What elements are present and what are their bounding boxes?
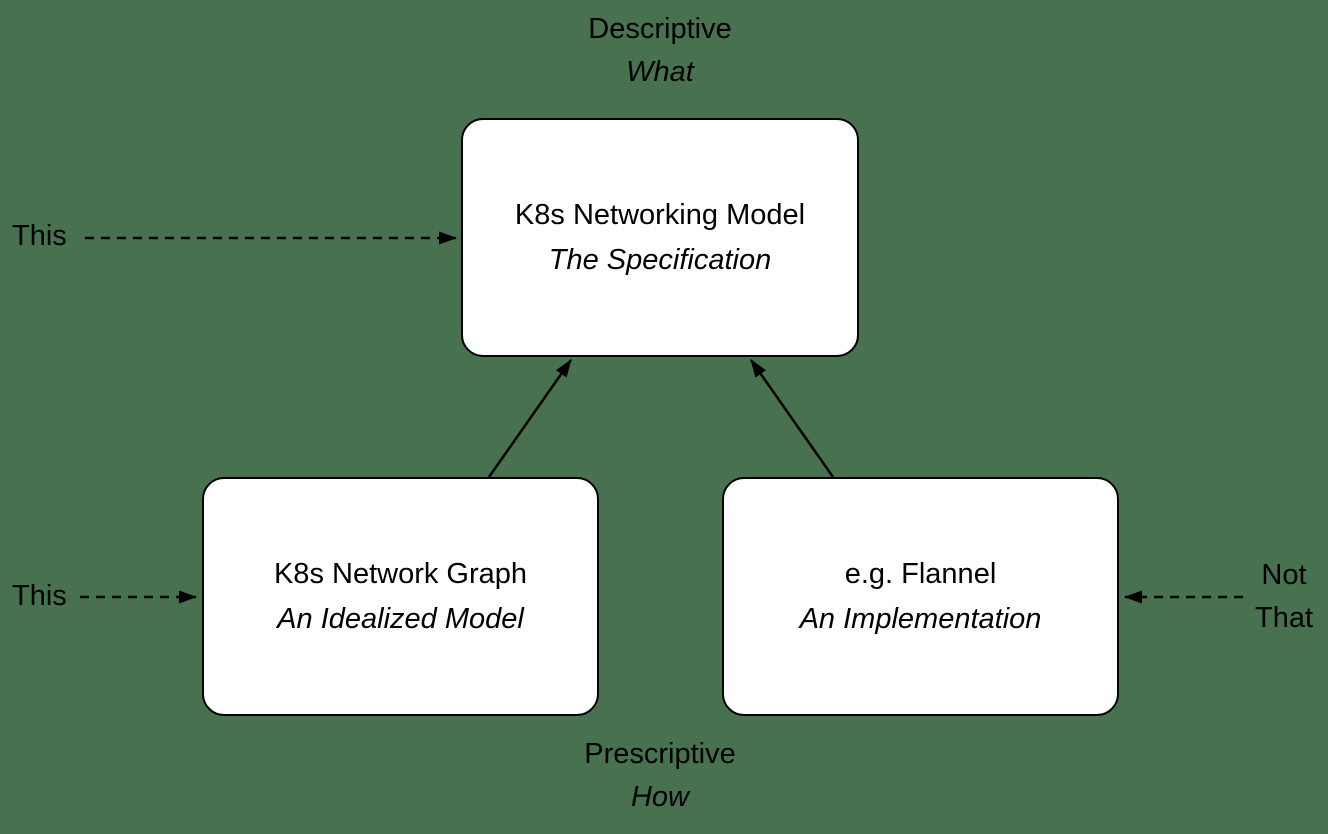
pointer-label-not-that: Not That bbox=[1244, 554, 1324, 640]
node-graph-subtitle: An Idealized Model bbox=[277, 602, 524, 635]
pointer-that-word: That bbox=[1254, 602, 1314, 634]
node-graph-title: K8s Network Graph bbox=[273, 557, 528, 590]
solid-arrow-impl-to-spec bbox=[749, 359, 835, 478]
node-k8s-network-graph: K8s Network Graph An Idealized Model bbox=[202, 477, 599, 716]
node-k8s-networking-model: K8s Networking Model The Specification bbox=[461, 118, 859, 357]
node-spec-title: K8s Networking Model bbox=[514, 198, 806, 231]
pointer-not-word: Not bbox=[1261, 559, 1307, 591]
node-impl-title: e.g. Flannel bbox=[844, 557, 997, 590]
node-impl-subtitle: An Implementation bbox=[799, 602, 1042, 635]
axis-label-descriptive: Descriptive What bbox=[461, 8, 859, 94]
node-flannel: e.g. Flannel An Implementation bbox=[722, 477, 1119, 716]
pointer-label-this-bottom: This bbox=[12, 580, 67, 612]
pointer-label-this-top: This bbox=[12, 220, 67, 252]
axis-label-descriptive-word: Descriptive bbox=[588, 13, 732, 45]
axis-label-what-word: What bbox=[626, 56, 694, 88]
node-spec-subtitle: The Specification bbox=[548, 243, 772, 276]
axis-label-prescriptive: Prescriptive How bbox=[461, 733, 859, 819]
solid-arrow-graph-to-spec bbox=[487, 359, 573, 478]
axis-label-how-word: How bbox=[630, 781, 689, 813]
axis-label-prescriptive-word: Prescriptive bbox=[584, 738, 736, 770]
